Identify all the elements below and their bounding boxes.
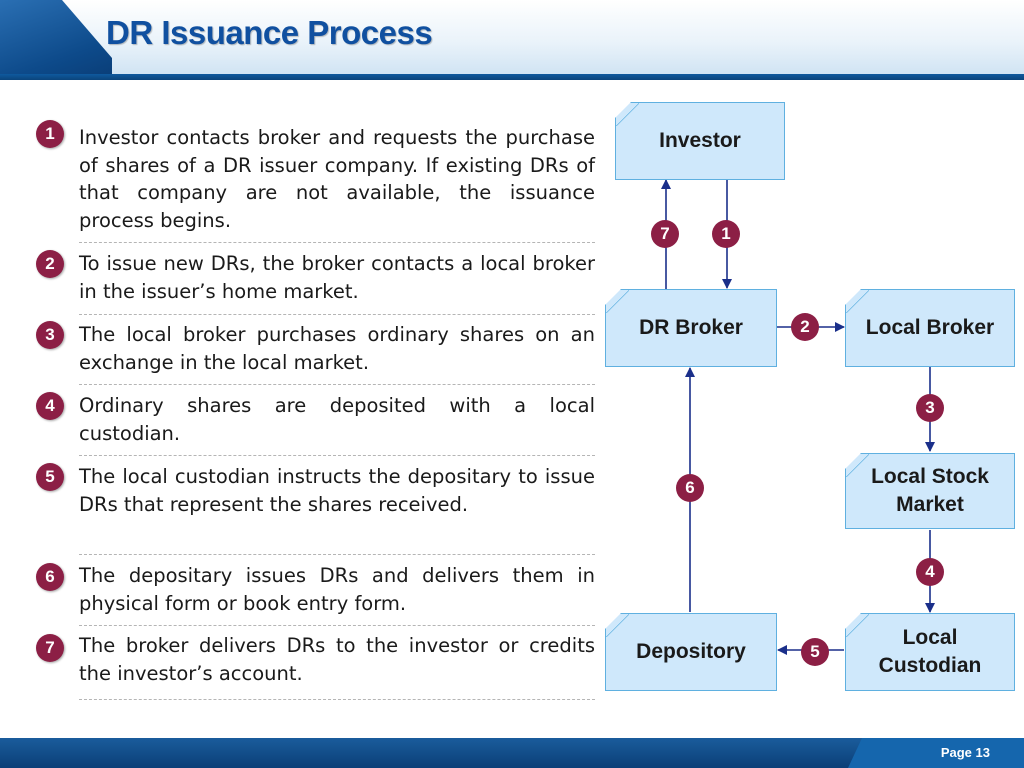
step-text-3: The local broker purchases ordinary shar… [79, 323, 595, 374]
node-investor: Investor [615, 102, 785, 180]
flow-badge-4: 4 [916, 558, 944, 586]
step-text-1: Investor contacts broker and requests th… [79, 126, 595, 232]
step-text-5: The local custodian instructs the deposi… [79, 465, 595, 516]
step-number-3: 3 [36, 321, 64, 349]
node-local-stock-market: Local Stock Market [845, 453, 1015, 529]
page-number: Page 13 [940, 745, 990, 760]
step-number-1: 1 [36, 120, 64, 148]
step-divider [79, 314, 595, 315]
flow-badge-6: 6 [676, 474, 704, 502]
step-text-2: To issue new DRs, the broker contacts a … [79, 252, 595, 303]
header-divider [0, 74, 1024, 80]
step-divider [79, 554, 595, 555]
step-text-7: The broker delivers DRs to the investor … [79, 634, 595, 685]
step-divider [79, 242, 595, 243]
node-dr-broker: DR Broker [605, 289, 777, 367]
footer-accent [848, 738, 1024, 768]
step-number-4: 4 [36, 392, 64, 420]
step-number-2: 2 [36, 250, 64, 278]
step-text-6: The depositary issues DRs and delivers t… [79, 564, 595, 615]
step-divider [79, 699, 595, 700]
flow-badge-3: 3 [916, 394, 944, 422]
flow-badge-2: 2 [791, 313, 819, 341]
step-text-4: Ordinary shares are deposited with a loc… [79, 394, 595, 445]
node-depository: Depository [605, 613, 777, 691]
step-number-7: 7 [36, 634, 64, 662]
step-divider [79, 455, 595, 456]
step-number-5: 5 [36, 463, 64, 491]
node-local-custodian: Local Custodian [845, 613, 1015, 691]
page-title: DR Issuance Process [106, 14, 433, 51]
node-local-broker: Local Broker [845, 289, 1015, 367]
flow-badge-1: 1 [712, 220, 740, 248]
flow-badge-5: 5 [801, 638, 829, 666]
step-number-6: 6 [36, 563, 64, 591]
step-divider [79, 625, 595, 626]
header-bar [0, 0, 1024, 76]
step-divider [79, 384, 595, 385]
flow-badge-7: 7 [651, 220, 679, 248]
